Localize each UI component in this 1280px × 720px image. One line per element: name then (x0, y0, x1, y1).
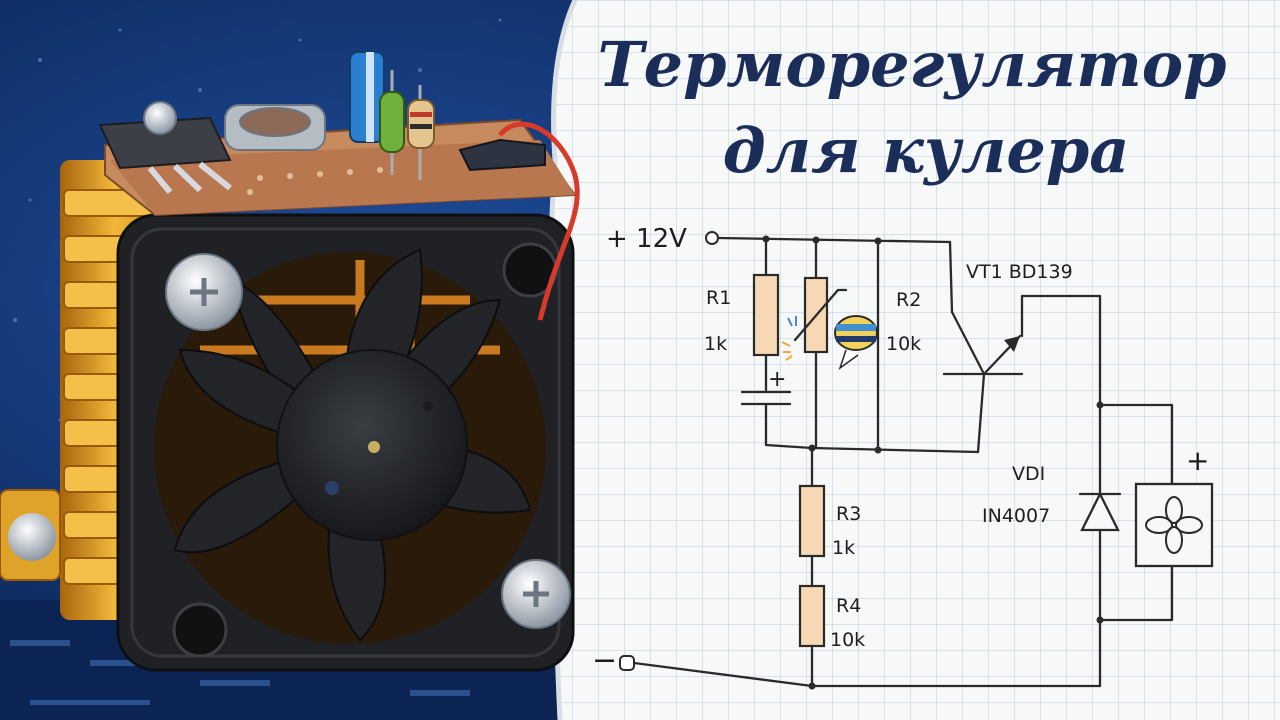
label-diode-value: IN4007 (982, 505, 1050, 527)
label-r2-ref: R2 (896, 289, 921, 311)
label-r3-value: 1k (832, 537, 855, 559)
resistor-r4 (798, 584, 826, 648)
pcb-transistor (98, 101, 232, 194)
pcb-capacitor (349, 51, 385, 143)
background-sparkles (13, 18, 502, 422)
pcb-module (98, 51, 580, 321)
terminal-plus (705, 231, 719, 245)
red-wire (498, 121, 580, 321)
label-r2-value: 10k (886, 333, 921, 355)
title-line2: для кулера (723, 114, 1130, 187)
pcb-trimmer (224, 104, 326, 151)
title-line1: Терморегулятор (597, 28, 1226, 101)
fan-screw-bottom-icon (501, 559, 571, 629)
resistor-r3 (798, 484, 826, 558)
label-r4-ref: R4 (836, 595, 861, 617)
label-r3-ref: R3 (836, 503, 861, 525)
label-supply-minus: − (592, 643, 617, 678)
label-supply-plus: + 12V (606, 224, 687, 254)
fan-screw-top-icon (165, 253, 243, 331)
label-r1-ref: R1 (706, 287, 731, 309)
thermistor-slash (793, 288, 848, 342)
cooling-fan (116, 213, 575, 672)
terminal-minus (619, 655, 635, 671)
pcb-resistor-green (379, 70, 405, 175)
pcb-connector (458, 138, 546, 172)
label-r4-value: 10k (830, 629, 865, 651)
heat-sparkle-icon (781, 316, 797, 361)
schematic: + 12V − + R1 1k (592, 224, 1214, 690)
label-capacitor-plus: + (768, 367, 786, 392)
graph-paper (548, 0, 1280, 720)
side-screw-icon (8, 513, 56, 561)
transistor-symbol (942, 240, 1102, 454)
resistor-r1 (752, 273, 780, 357)
label-fan-plus: + (1186, 444, 1209, 477)
label-transistor: VT1 BD139 (966, 261, 1073, 283)
label-r1-value: 1k (704, 333, 727, 355)
wire-top-rail (716, 236, 952, 244)
fan-motor-symbol-icon (1134, 482, 1214, 568)
label-diode-ref: VDI (1012, 463, 1045, 485)
pcb-resistor-beige (407, 85, 435, 180)
